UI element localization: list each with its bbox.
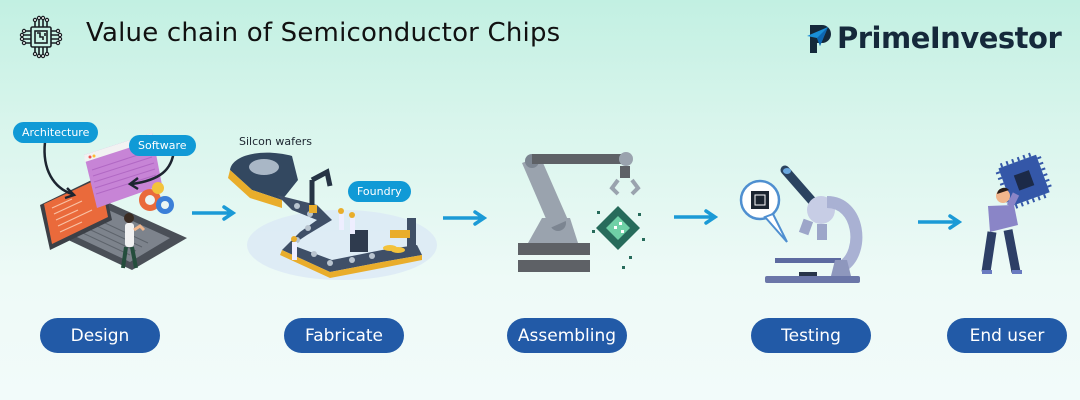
person-carrying-chip-illustration xyxy=(970,150,1060,275)
arrow-right-icon xyxy=(443,210,488,226)
brand-name: PrimeInvestor xyxy=(837,21,1062,55)
circuit-chip-icon xyxy=(19,15,63,59)
step-design: Design xyxy=(40,318,160,353)
robot-arm-illustration xyxy=(510,148,660,283)
callout-foundry: Foundry xyxy=(348,181,411,202)
paper-plane-icon xyxy=(807,25,831,53)
step-assembling: Assembling xyxy=(507,318,627,353)
fab-conveyor-illustration xyxy=(222,150,437,285)
arrow-right-icon xyxy=(674,209,719,225)
brand-logo[interactable]: PrimeInvestor xyxy=(806,20,1062,56)
callout-silicon-wafers: Silcon wafers xyxy=(239,135,312,148)
arrow-right-icon xyxy=(192,205,237,221)
laptop-design-illustration xyxy=(12,120,212,280)
step-testing: Testing xyxy=(751,318,871,353)
microscope-illustration xyxy=(735,162,875,284)
step-end-user: End user xyxy=(947,318,1067,353)
page-title: Value chain of Semiconductor Chips xyxy=(86,18,561,48)
callout-architecture: Architecture xyxy=(13,122,99,143)
arrow-right-icon xyxy=(918,214,963,230)
step-fabricate: Fabricate xyxy=(284,318,404,353)
callout-software: Software xyxy=(129,135,196,156)
